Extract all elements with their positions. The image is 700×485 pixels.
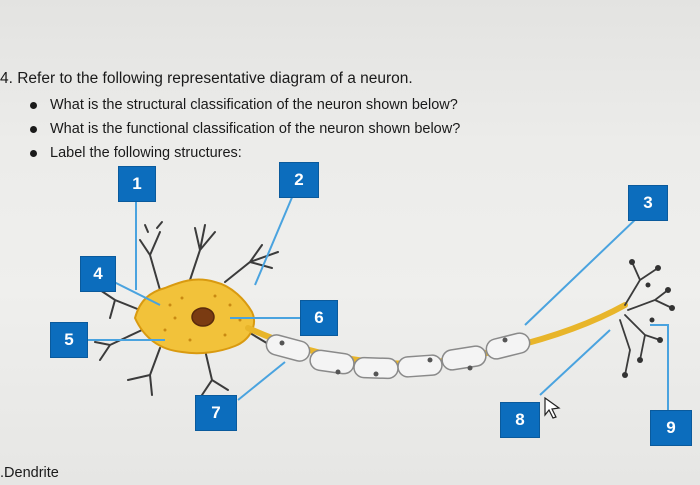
leader-line-9 <box>650 324 669 410</box>
label-box-9: 9 <box>650 410 692 446</box>
leader-line-3 <box>524 214 641 326</box>
label-box-4: 4 <box>80 256 116 292</box>
leader-lines <box>86 194 669 410</box>
bullet-functional: What is the functional classification of… <box>30 117 460 141</box>
label-box-2: 2 <box>279 162 319 198</box>
schwann-nuclei <box>279 337 508 377</box>
label-box-6: 6 <box>300 300 338 336</box>
cell-body-granules <box>163 294 242 342</box>
dendrite-branches <box>94 221 279 399</box>
bullet-dot-icon <box>30 150 37 157</box>
label-box-1: 1 <box>118 166 156 202</box>
leader-line-8 <box>539 329 611 396</box>
question-title: 4. Refer to the following representative… <box>0 70 413 87</box>
question-bullets: What is the structural classification of… <box>30 93 460 165</box>
bullet-label: Label the following structures: <box>30 141 460 165</box>
label-box-3: 3 <box>628 185 668 221</box>
bullet-dot-icon <box>30 102 37 109</box>
cursor-icon <box>544 396 561 419</box>
myelin-sheath <box>265 332 531 380</box>
bullet-structural: What is the structural classification of… <box>30 93 460 117</box>
label-box-5: 5 <box>50 322 88 358</box>
answer-dendrite: .Dendrite <box>0 465 59 481</box>
bullet-dot-icon <box>30 126 37 133</box>
axon-terminals <box>619 261 673 376</box>
leader-line-7 <box>237 361 286 401</box>
leader-line-4 <box>109 279 161 306</box>
leader-line-2 <box>254 194 294 286</box>
nucleus <box>191 307 215 327</box>
synaptic-knobs <box>622 259 675 378</box>
label-box-7: 7 <box>195 395 237 431</box>
label-box-8: 8 <box>500 402 540 438</box>
